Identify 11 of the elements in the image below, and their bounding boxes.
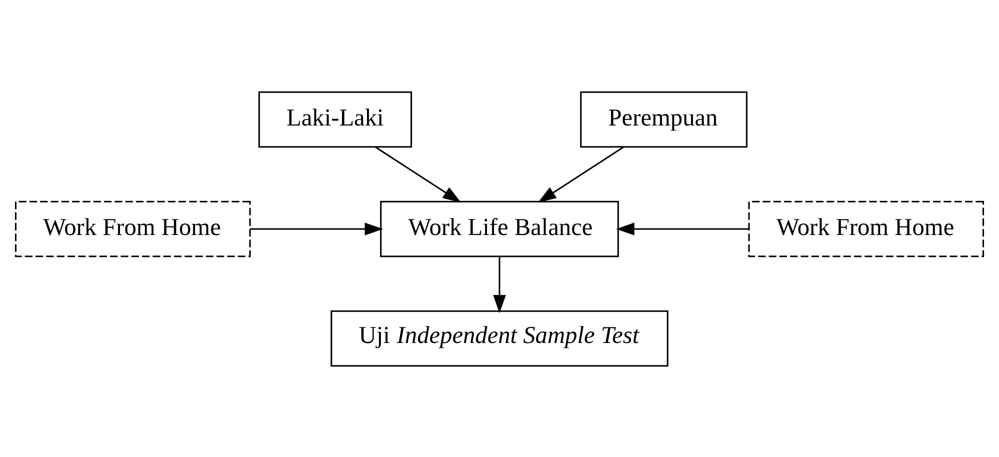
node-box: Uji Independent Sample Test <box>330 310 668 366</box>
node-box: Work From Home <box>14 200 251 257</box>
node-box: Laki-Laki <box>258 90 412 148</box>
arrow <box>493 256 506 313</box>
arrow <box>374 146 462 202</box>
node-box: Work Life Balance <box>380 200 619 257</box>
node-box: Perempuan <box>580 90 748 148</box>
arrow <box>616 222 749 235</box>
arrow <box>250 222 384 235</box>
node-box: Work From Home <box>748 200 984 257</box>
arrow <box>538 146 624 202</box>
